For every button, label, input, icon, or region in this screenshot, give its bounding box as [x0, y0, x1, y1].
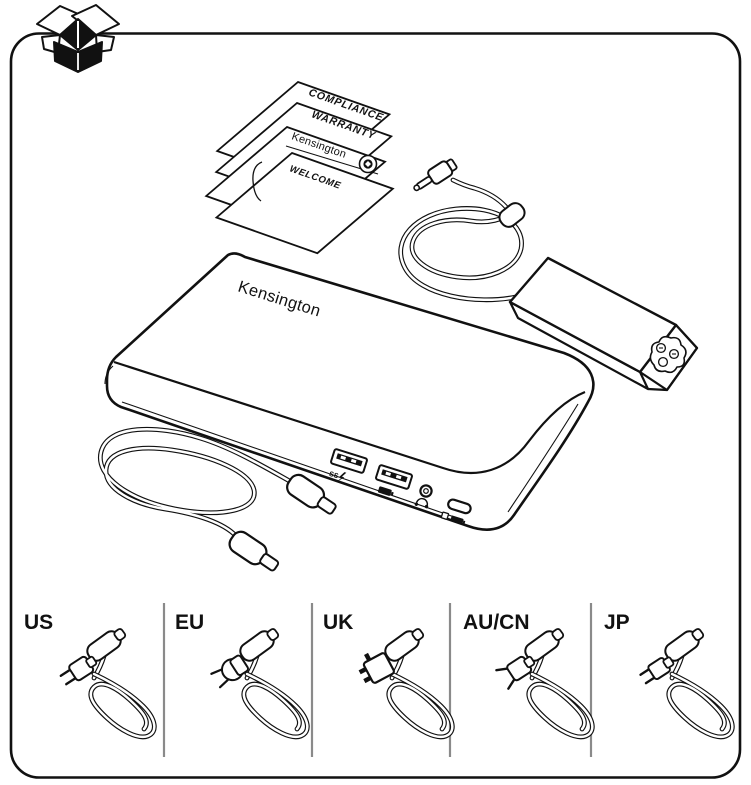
region-label-us: US — [24, 611, 53, 634]
square-icon — [440, 511, 450, 520]
power-cord-eu: EU — [175, 611, 307, 737]
battery-icon — [377, 486, 394, 496]
battery-icon-2 — [450, 515, 466, 525]
usb-c-connector-1 — [286, 473, 337, 515]
lightning-bolt-icon — [336, 472, 347, 482]
power-adapter — [398, 158, 699, 392]
c5-cloverleaf-inlet-icon — [649, 335, 687, 374]
usb-c-port — [440, 498, 472, 525]
usb-a-ss-label: SS — [328, 471, 339, 481]
ferrite-bead — [498, 202, 526, 228]
region-label-uk: UK — [323, 611, 353, 634]
headset-icon — [414, 497, 429, 509]
power-cord-jp: JP — [604, 611, 732, 737]
usb-c-cable — [97, 426, 337, 572]
dock-body — [105, 252, 595, 531]
power-cord-us: US — [24, 611, 154, 737]
power-cord-au-cn: AU/CN — [463, 611, 592, 737]
usb-a-port-2 — [375, 464, 413, 496]
region-label-eu: EU — [175, 611, 204, 634]
region-label-au-cn: AU/CN — [463, 611, 530, 634]
region-label-jp: JP — [604, 611, 630, 634]
dock-front-ridge — [113, 360, 586, 475]
welcome-card — [216, 153, 392, 253]
dc-barrel-plug — [413, 158, 458, 192]
adapter-brick — [508, 256, 699, 392]
power-cord-uk: UK — [323, 611, 452, 737]
documentation-cards: COMPLIANCE WARRANTY Kensington WELCOME — [206, 82, 393, 253]
usb-a-port-1: SS — [328, 448, 368, 482]
usb-c-connector-2 — [228, 530, 280, 572]
audio-jack-port — [414, 484, 433, 509]
open-box-icon — [36, 4, 120, 73]
dock: Kensington SS — [104, 252, 595, 531]
kensington-logo-icon — [358, 154, 378, 174]
welcome-card-fold-line — [252, 161, 263, 202]
power-cord-regions: US EU UK AU/CN JP — [24, 603, 732, 757]
